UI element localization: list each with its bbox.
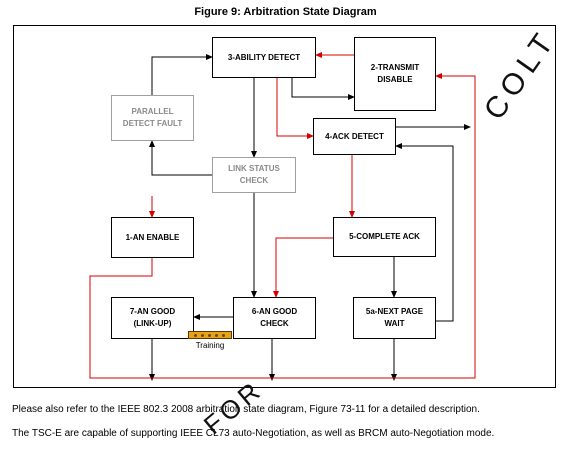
arrow-ability-to-ackdetect xyxy=(276,78,314,139)
figure-title: Figure 9: Arbitration State Diagram xyxy=(194,6,377,18)
arrow-completeack-to-angoodcheck xyxy=(273,237,333,298)
arrow-fault-to-ability xyxy=(151,54,213,95)
state-ack-detect: 4-ACK DETECT xyxy=(313,118,396,155)
state-an-good: 7-AN GOOD (LINK-UP) xyxy=(111,297,194,339)
note-paragraph-1: Please also refer to the IEEE 802.3 2008… xyxy=(12,404,480,415)
state-transmit-disable: 2-TRANSMIT DISABLE xyxy=(354,37,436,111)
diagram-frame xyxy=(13,25,556,388)
state-next-page-wait: 5a-NEXT PAGE WAIT xyxy=(353,297,436,339)
arrow-ability-to-transmit xyxy=(291,78,355,100)
state-parallel-detect-fault: PARALLEL DETECT FAULT xyxy=(111,95,194,141)
arrow-anenable-loop xyxy=(89,73,476,379)
note-paragraph-2: The TSC-E are capable of supporting IEEE… xyxy=(12,428,495,439)
training-bar xyxy=(188,331,232,339)
training-label: Training xyxy=(195,341,225,350)
state-complete-ack: 5-COMPLETE ACK xyxy=(333,217,436,257)
state-link-status-check: LINK STATUS CHECK xyxy=(212,157,296,193)
state-ability-detect: 3-ABILITY DETECT xyxy=(212,37,316,78)
state-an-good-check: 6-AN GOOD CHECK xyxy=(233,297,316,339)
arrow-linkstatus-to-fault xyxy=(149,140,212,176)
state-an-enable: 1-AN ENABLE xyxy=(111,217,194,258)
arrow-nextpage-to-ackdetect xyxy=(395,143,454,322)
